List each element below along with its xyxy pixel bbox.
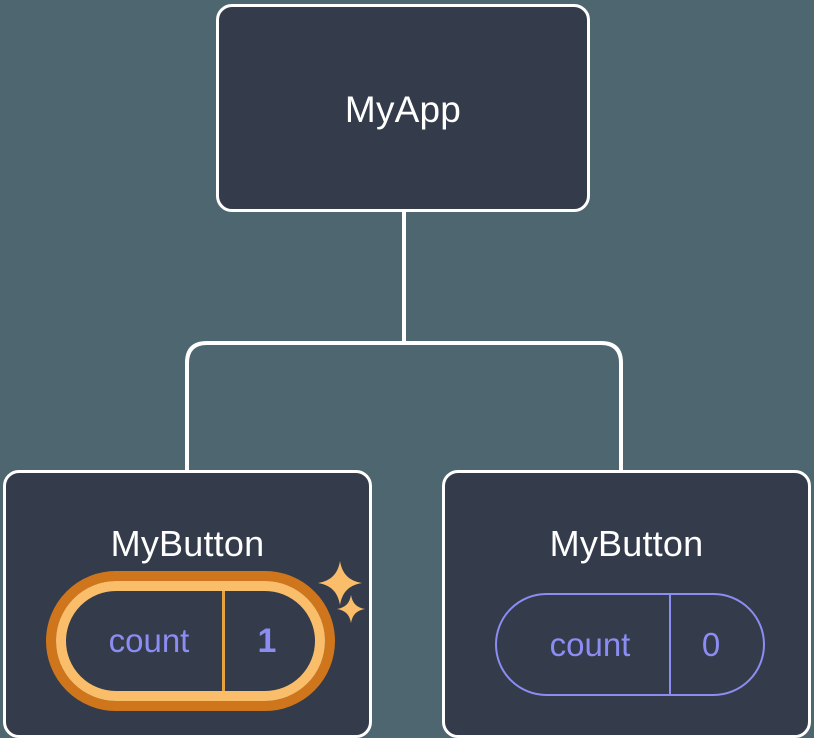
component-node-myapp[interactable]: MyApp bbox=[216, 4, 590, 212]
state-key-label: count bbox=[66, 591, 225, 691]
component-node-label: MyButton bbox=[549, 523, 704, 564]
component-node-label: MyButton bbox=[110, 523, 265, 564]
sparkle-icon bbox=[318, 561, 362, 605]
state-badge-inner-ring: count 1 bbox=[56, 581, 325, 701]
edge-bus-to-children bbox=[185, 341, 623, 470]
component-node-label: MyApp bbox=[344, 89, 462, 130]
sparkle-icon bbox=[337, 595, 365, 623]
state-value-label: 1 bbox=[257, 621, 277, 660]
state-badge[interactable]: count 0 bbox=[495, 593, 765, 696]
component-node-mybutton-right[interactable]: MyButton count 0 bbox=[442, 470, 811, 738]
state-key-label: count bbox=[497, 595, 671, 694]
state-badge-highlighted[interactable]: count 1 bbox=[46, 571, 335, 711]
component-node-mybutton-left[interactable]: MyButton count 1 bbox=[3, 470, 372, 738]
state-value-label: 0 bbox=[701, 625, 721, 663]
